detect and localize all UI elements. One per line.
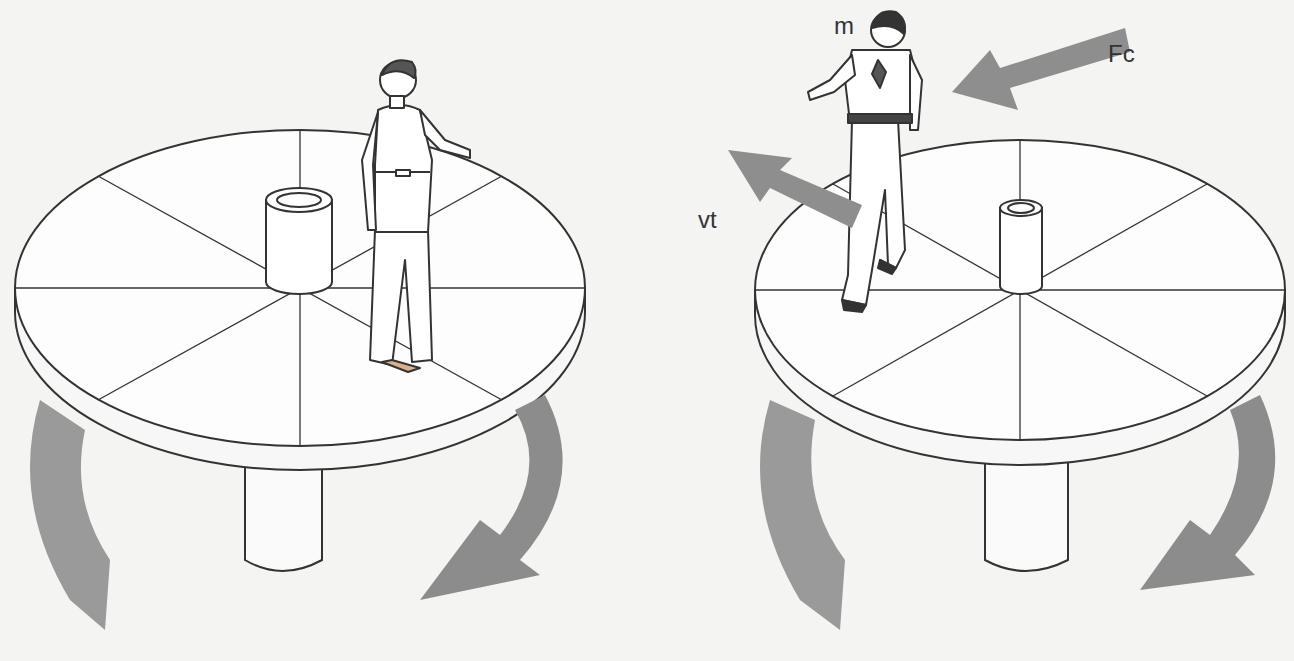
force-label: Fc [1108, 42, 1135, 66]
mass-label: m [834, 14, 854, 38]
velocity-label: vt [698, 208, 717, 232]
